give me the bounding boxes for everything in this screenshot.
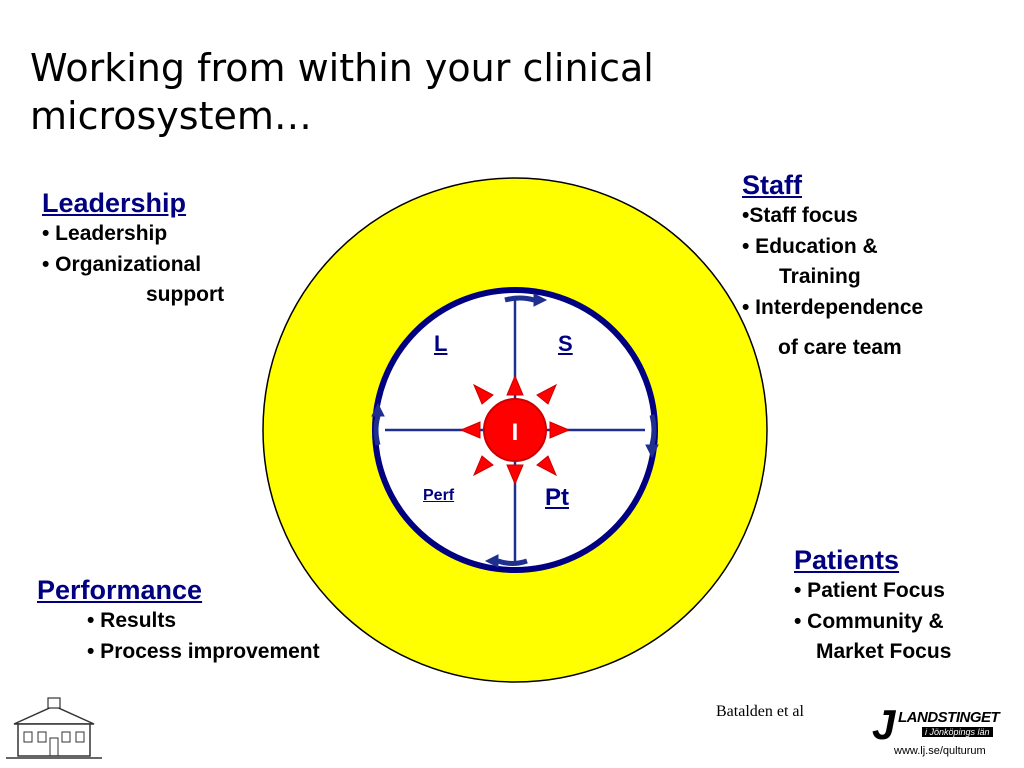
- ring-arrow-left: [371, 402, 385, 446]
- center-circle: [483, 398, 547, 462]
- patients-item: • Patient Focus: [794, 579, 945, 602]
- credit-text: Batalden et al: [716, 703, 804, 720]
- leadership-block: Leadership • Leadership • Organizational…: [42, 187, 224, 311]
- staff-item: • Education &: [742, 234, 878, 258]
- quadrant-label-staff: S: [558, 331, 573, 356]
- performance-item: • Results: [87, 609, 177, 632]
- patients-item: Market Focus: [816, 640, 952, 663]
- ring-arrow-right: [645, 414, 659, 459]
- ring-arrow-top: [504, 293, 548, 307]
- logo-subtitle: i Jönköpings län: [922, 727, 993, 737]
- building-illustration: [6, 697, 102, 759]
- staff-item: Training: [779, 265, 861, 288]
- logo-mark: J: [872, 701, 896, 748]
- performance-heading: Performance: [37, 575, 203, 605]
- leadership-item: support: [146, 283, 225, 306]
- performance-item: • Process improvement: [87, 639, 320, 663]
- performance-block: Performance • Results • Process improvem…: [37, 574, 320, 667]
- quadrant-label-leadership: L: [434, 331, 448, 356]
- staff-item: • Interdependence: [742, 295, 924, 319]
- patients-heading: Patients: [794, 545, 900, 575]
- staff-block: Staff •Staff focus • Education & Trainin…: [742, 169, 923, 364]
- staff-heading: Staff: [742, 170, 802, 200]
- quadrant-label-performance: Perf: [423, 487, 455, 504]
- leadership-item: • Organizational: [42, 252, 202, 276]
- logo-url: www.lj.se/qulturum: [894, 745, 986, 757]
- leadership-item: • Leadership: [42, 222, 168, 245]
- staff-item: •Staff focus: [742, 204, 858, 227]
- patients-item: • Community &: [794, 609, 944, 633]
- leadership-heading: Leadership: [42, 188, 187, 218]
- sun-rays: [459, 374, 571, 486]
- center-label: I: [512, 419, 519, 446]
- logo-name: LANDSTINGET: [898, 709, 1000, 726]
- staff-item: of care team: [778, 336, 902, 359]
- patients-block: Patients • Patient Focus • Community & M…: [794, 544, 951, 668]
- ring-arrow-bottom: [484, 554, 528, 568]
- page-title: Working from within your clinical micros…: [30, 46, 654, 138]
- quadrant-label-patients: Pt: [545, 484, 569, 511]
